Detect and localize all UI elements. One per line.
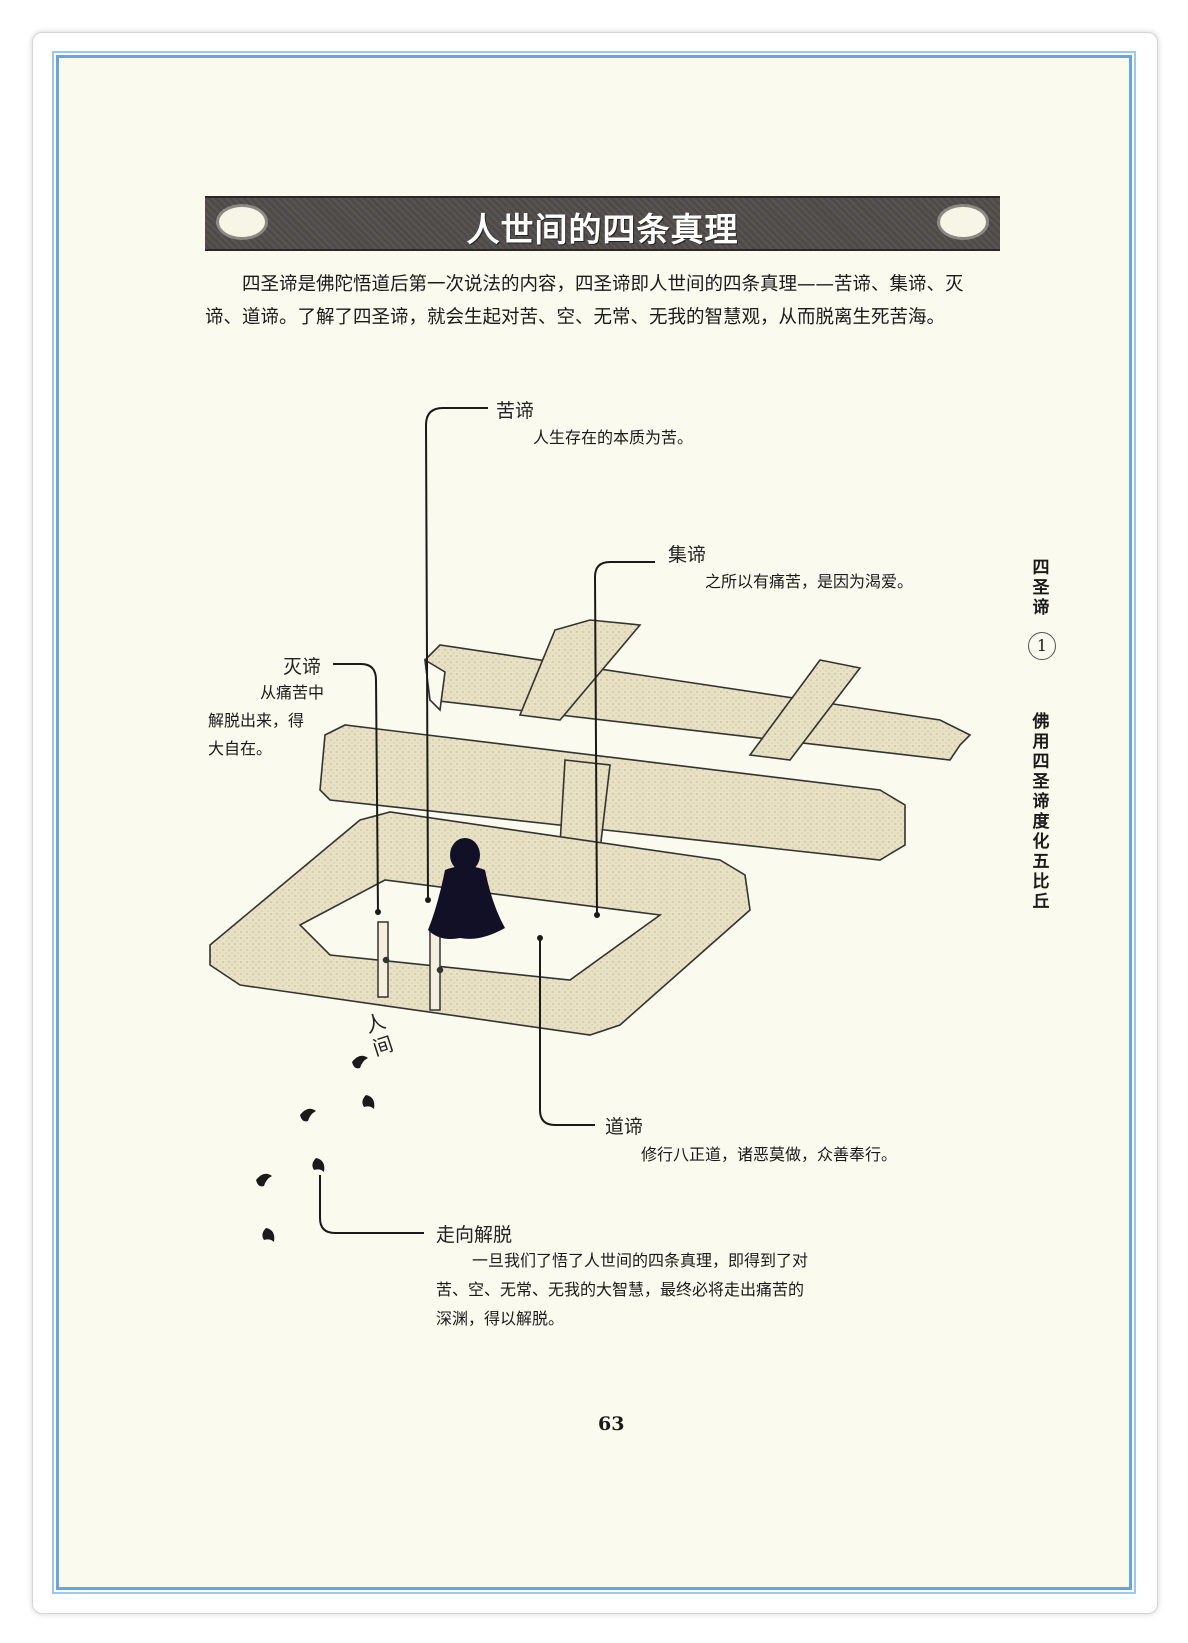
page-number: 63 (598, 1413, 625, 1435)
label-liberation-name: 走向解脱 (436, 1224, 513, 1246)
maze-top-bar (424, 644, 972, 761)
label-mie-desc-2: 解脱出来，得 (208, 711, 305, 730)
side-chapter-title: 佛用四圣谛度化五比丘 (1032, 712, 1050, 912)
maze-center-stroke (559, 759, 611, 851)
label-liberation-desc-1: 一旦我们了悟了人世间的四条真理，即得到了对 (472, 1251, 809, 1270)
footprint (362, 1095, 375, 1109)
label-dao-name: 道谛 (605, 1116, 644, 1138)
leader-liberation (319, 1175, 424, 1234)
leader-lines (319, 407, 655, 1234)
footprints (256, 1055, 375, 1242)
maze-grass-right (748, 659, 862, 761)
label-mie-desc-1: 从痛苦中 (259, 683, 324, 702)
maze-walls (209, 619, 972, 1036)
leader-dao (539, 938, 595, 1126)
leader-mie (333, 663, 379, 913)
label-dao-desc: 修行八正道，诸恶莫做，众善奉行。 (641, 1145, 898, 1164)
maze-middle-bar (319, 724, 906, 861)
label-ji-desc: 之所以有痛苦，是因为渴爱。 (705, 572, 914, 591)
label-liberation-desc-3: 深渊，得以解脱。 (436, 1309, 565, 1328)
page-title: 人世间的四条真理 (466, 210, 739, 249)
footprint (300, 1108, 316, 1122)
footprint (312, 1158, 325, 1172)
cloud-ornament-right (940, 207, 986, 237)
footprint (256, 1173, 272, 1187)
label-liberation-desc-2: 苦、空、无常、无我的大智慧，最终必将走出痛苦的 (436, 1280, 805, 1299)
intro-paragraph: 四圣谛是佛陀悟道后第一次说法的内容，四圣谛即人世间的四条真理——苦谛、集谛、灭谛… (205, 274, 964, 328)
cloud-ornament-left (219, 207, 265, 237)
leader-ku (424, 407, 488, 901)
title-banner: 人世间的四条真理 (205, 196, 1000, 251)
label-mie-desc-3: 大自在。 (208, 739, 273, 758)
footprint (262, 1228, 275, 1242)
footprint (352, 1055, 368, 1069)
maze-grass-left (518, 619, 642, 721)
label-ku-desc: 人生存在的本质为苦。 (533, 428, 694, 447)
seated-buddha-figure (428, 838, 505, 939)
side-section-title: 四圣谛 (1032, 558, 1050, 618)
label-ji-name: 集谛 (668, 544, 707, 566)
side-section-number: 1 (1028, 632, 1056, 660)
leader-ji (593, 561, 655, 916)
label-ku-name: 苦谛 (496, 400, 535, 422)
label-mie-name: 灭谛 (283, 656, 322, 678)
